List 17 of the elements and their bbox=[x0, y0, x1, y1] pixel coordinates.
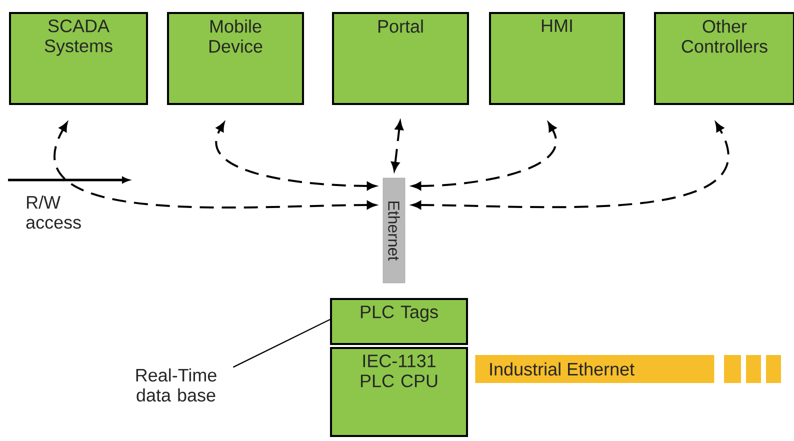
arrow bbox=[391, 120, 404, 172]
system-box: HMI bbox=[489, 12, 625, 105]
plc-box: PLC Tags bbox=[330, 298, 468, 345]
arrow bbox=[215, 122, 376, 190]
leader-line bbox=[232, 318, 330, 368]
ethernet-bar: Ethernet bbox=[382, 178, 406, 284]
system-box: Mobile Device bbox=[167, 12, 304, 105]
system-box: Portal bbox=[332, 12, 469, 105]
plc-box: IEC-1131 PLC CPU bbox=[330, 347, 468, 437]
arrow bbox=[412, 122, 557, 190]
system-box: SCADA Systems bbox=[9, 12, 148, 105]
legend-text: R/W access bbox=[26, 196, 81, 229]
arrow bbox=[412, 122, 729, 210]
arrow bbox=[54, 122, 376, 210]
system-box: Other Controllers bbox=[654, 12, 794, 105]
network-band: Industrial Ethernet bbox=[475, 355, 714, 383]
callout-text: Real-Time data base bbox=[136, 368, 216, 402]
